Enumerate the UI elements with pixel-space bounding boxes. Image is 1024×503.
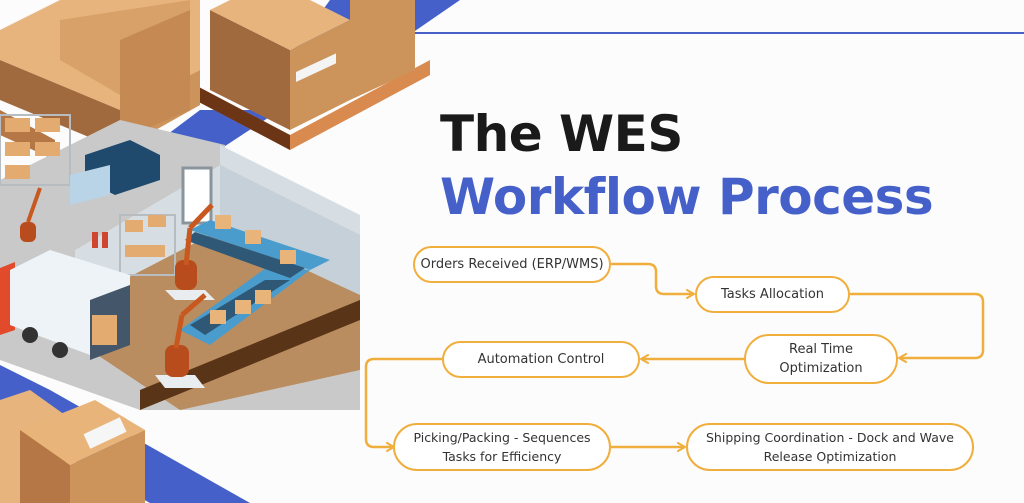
shelving-units [0,114,176,276]
title-line-1: The WES [440,105,683,163]
stacked-boxes-left [0,0,200,160]
connector-tasks-to-realtime [850,292,985,363]
conveyor-belt [180,215,330,345]
delivery-truck [0,250,130,360]
node-picking-packing: Picking/Packing - Sequences Tasks for Ef… [393,423,611,471]
node-real-time-optimization: Real Time Optimization [744,334,898,384]
node-orders-received: Orders Received (ERP/WMS) [413,246,611,283]
connector-automation-to-picking [364,357,442,452]
boxes-bottom-left [0,390,145,503]
connector-orders-to-tasks [611,262,695,299]
pallet-boxes-top [195,0,430,150]
title-line-2: Workflow Process [440,168,934,226]
node-tasks-allocation: Tasks Allocation [695,276,850,313]
node-automation-control: Automation Control [442,341,640,378]
control-booth [70,140,160,205]
node-shipping-coordination: Shipping Coordination - Dock and Wave Re… [686,423,974,471]
robot-arms [20,187,215,388]
